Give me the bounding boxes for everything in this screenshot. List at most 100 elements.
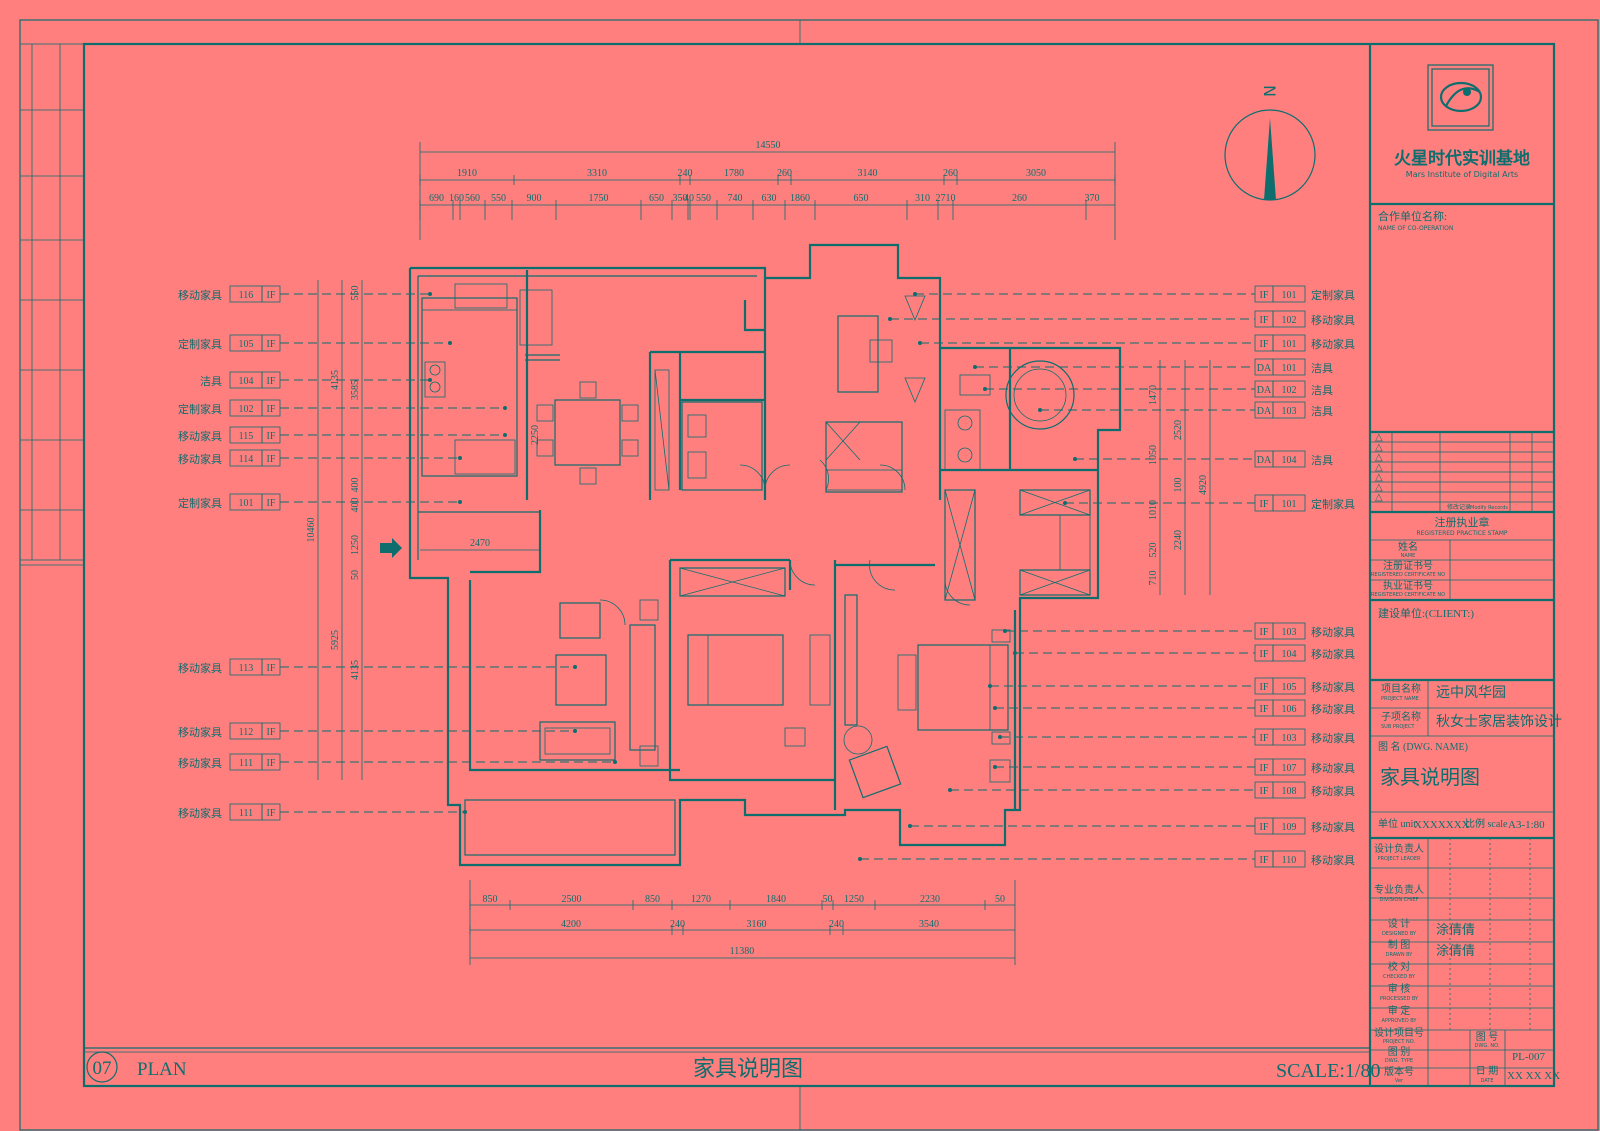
dim-top-2-6: 650 (649, 193, 664, 204)
unit-label: 单位 unit (1378, 817, 1416, 830)
project-name-label: 项目名称 (1381, 682, 1421, 695)
tag-code: 110 (1282, 855, 1297, 866)
tag-label: 洁具 (1311, 362, 1333, 375)
practice-no-label: 执业证书号 (1383, 579, 1433, 592)
type-label: 图 别 (1388, 1046, 1411, 1058)
dim-top-2-11: 630 (762, 193, 777, 204)
dim-bottom-1-5: 50 (823, 894, 833, 905)
tag-label: 移动家具 (1311, 702, 1355, 716)
tag-code: 115 (239, 431, 254, 442)
dim-top-1-3: 1780 (724, 168, 744, 179)
approved-label-en: APPROVED BY (1381, 1018, 1417, 1024)
tag-type: DA (1257, 385, 1272, 396)
drawn-by: 涂倩倩 (1436, 943, 1475, 958)
basin-1 (687, 451, 707, 479)
tag-code: 108 (1282, 786, 1297, 797)
tag-label: 定制家具 (1311, 497, 1355, 511)
dim-bottom-2-2: 3160 (747, 919, 767, 930)
svg-text:△: △ (1375, 462, 1383, 473)
plan-label: PLAN (137, 1059, 187, 1080)
bottom-title-strip: 07 PLAN 家具说明图 SCALE:1/80 (84, 1047, 1380, 1083)
type-label-en: DWG. TYPE (1385, 1058, 1413, 1064)
bathroom-1 (681, 401, 763, 491)
sub-project-label: 子项名称 (1381, 710, 1421, 723)
dim-right-6: 2240 (1173, 530, 1184, 550)
toilet-1 (687, 414, 707, 438)
tag-type: IF (1260, 763, 1269, 774)
dim-left-inner-4: 1250 (350, 535, 361, 555)
tv-cabinet (629, 624, 656, 751)
tag-label: 洁具 (1311, 384, 1333, 397)
dim-bottom-1-2: 850 (645, 894, 660, 905)
outer-wall (408, 243, 1122, 867)
drawing-name-label: 图 名 (DWG. NAME) (1378, 740, 1468, 753)
reg-no-label-en: REGISTERED CERTIFICATE NO (1371, 572, 1445, 578)
dim-entry: 2470 (470, 538, 490, 549)
dim-bottom-1-6: 1250 (844, 894, 864, 905)
bathtub (1005, 360, 1075, 430)
dim-top-2-14: 310 (915, 193, 930, 204)
scale-value: A3-1:80 (1508, 819, 1545, 831)
north-label: N (1260, 85, 1279, 97)
tag-type: IF (267, 339, 276, 350)
version-label-en: Ver (1395, 1078, 1404, 1084)
tag-type: IF (267, 431, 276, 442)
tag-code: 101 (1282, 290, 1297, 301)
tag-type: IF (1260, 649, 1269, 660)
tag-code: 101 (1282, 499, 1297, 510)
sheet-outer-border (19, 19, 1599, 1131)
tag-code: 113 (239, 663, 254, 674)
tag-code: 104 (1282, 649, 1297, 660)
dwg-no-label-en: DWG. NO. (1475, 1043, 1500, 1049)
tag-type: IF (1260, 339, 1269, 350)
tag-type: IF (267, 290, 276, 301)
sofa-main (539, 721, 616, 761)
dining-table (536, 381, 639, 485)
tag-label: 移动家具 (1311, 731, 1355, 745)
revision-mark: 修改记录 (1447, 503, 1471, 511)
coffee-table (555, 654, 607, 706)
toilet-2 (959, 374, 991, 396)
tag-code: 102 (1282, 385, 1297, 396)
tag-label: 定制家具 (178, 402, 222, 416)
project-name-label-en: PROJECT NAME (1381, 696, 1419, 702)
scale-field-label: 比例 scale (1465, 817, 1508, 830)
closet (825, 421, 903, 493)
dim-top-2-0: 690 (429, 193, 444, 204)
bed-2 (687, 634, 784, 706)
dim-top-2-17: 370 (1085, 193, 1100, 204)
tag-type: IF (1260, 704, 1269, 715)
tag-code: 103 (1282, 733, 1297, 744)
tag-type: IF (267, 727, 276, 738)
tag-type: IF (1260, 499, 1269, 510)
cooperation-label: 合作单位名称: (1378, 209, 1447, 223)
entry-arrow (380, 538, 402, 558)
designed-label-en: DESIGNED BY (1382, 931, 1417, 937)
door-swings (599, 459, 971, 626)
tag-label: 移动家具 (1311, 820, 1355, 834)
dim-bottom-1-4: 1840 (766, 894, 786, 905)
dwg-no-label: 图 号 (1476, 1031, 1499, 1043)
tag-label: 移动家具 (178, 452, 222, 466)
dim-right-5: 1010 (1148, 500, 1159, 520)
dim-top-2-2: 560 (465, 193, 480, 204)
tag-type: IF (267, 376, 276, 387)
dim-dining: 2250 (530, 425, 541, 445)
dim-left-mid-2: 5925 (330, 630, 341, 650)
dim-bottom-2-0: 4200 (561, 919, 581, 930)
tag-code: 104 (1282, 455, 1297, 466)
dim-bottom-1-7: 2230 (920, 894, 940, 905)
right-tag: IF 101 定制家具 (1063, 494, 1355, 512)
tag-type: IF (1260, 733, 1269, 744)
tag-code: 111 (239, 758, 253, 769)
